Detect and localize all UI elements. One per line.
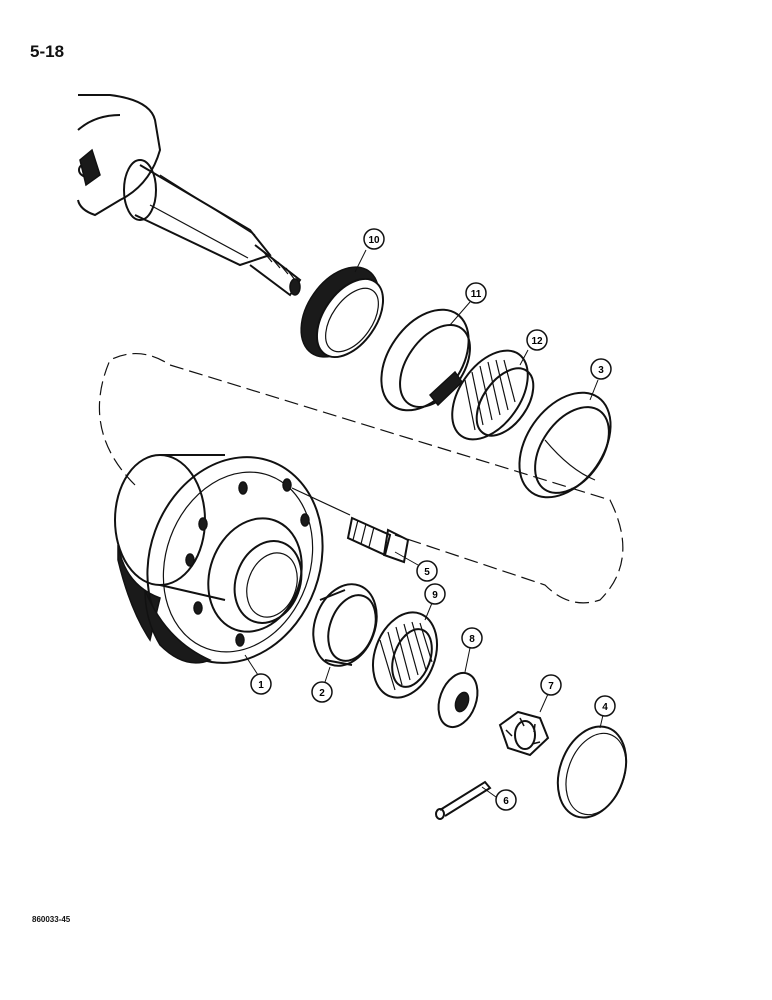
callout-3: 3 [590,358,612,380]
callout-4: 4 [594,695,616,717]
figure-code: 860033-45 [32,915,71,924]
wheel-stud-part-5 [346,516,410,564]
svg-text:9: 9 [432,590,438,601]
castle-nut-part-7 [498,710,550,757]
svg-text:3: 3 [598,365,604,376]
callout-7: 7 [540,674,562,696]
bearing-cup-part-2 [312,583,378,667]
svg-text:11: 11 [471,289,482,300]
svg-text:4: 4 [602,702,608,713]
washer-part-8 [437,671,479,729]
callout-6: 6 [495,789,517,811]
callout-8: 8 [461,627,483,649]
svg-text:2: 2 [319,688,325,699]
callout-10: 10 [363,228,385,250]
bearing-cup-part-11 [380,308,471,412]
svg-text:6: 6 [503,796,509,807]
assembly-dashed-outline [98,352,624,604]
wheel-hub-part-1 [114,454,351,664]
bearing-cone-part-12 [451,349,535,441]
svg-text:8: 8 [469,634,475,645]
svg-text:5: 5 [424,567,430,578]
callout-2: 2 [311,681,333,703]
callout-11: 11 [465,282,487,304]
callout-1: 1 [250,673,272,695]
cotter-pin-part-6 [435,780,492,820]
page-number: 5-18 [30,42,65,61]
svg-text:12: 12 [531,336,543,347]
callout-9: 9 [424,583,446,605]
bearing-cone-part-9 [372,611,438,699]
dust-cap-part-4 [556,725,628,819]
spindle-drawing [77,94,302,297]
svg-text:1: 1 [258,680,264,691]
callout-12: 12 [526,329,548,351]
callout-5: 5 [416,560,438,582]
svg-text:7: 7 [548,681,554,692]
svg-text:10: 10 [368,235,380,246]
seal-part-10 [300,266,385,359]
bearing-cup-part-3 [518,391,612,499]
leader-lines [244,249,604,798]
